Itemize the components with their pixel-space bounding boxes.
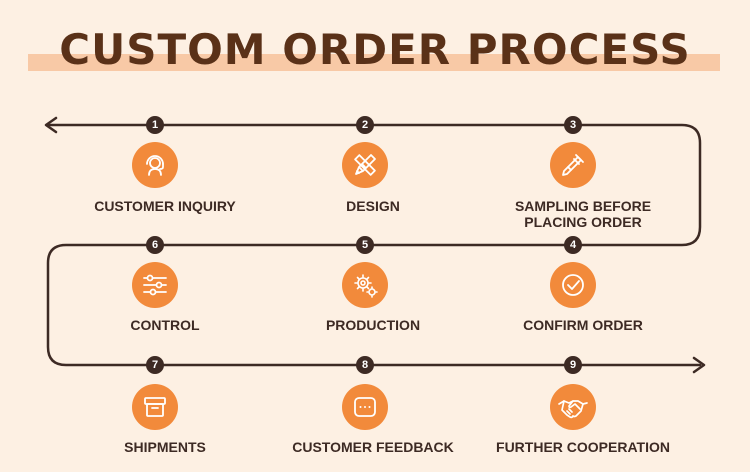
handshake-icon xyxy=(550,384,596,430)
step-2-number: 2 xyxy=(356,116,374,134)
flow-path xyxy=(46,123,702,367)
page-title: CUSTOM ORDER PROCESS xyxy=(59,25,691,74)
box-icon xyxy=(132,384,178,430)
step-7-label: SHIPMENTS xyxy=(124,439,206,455)
step-5-label: PRODUCTION xyxy=(325,317,421,333)
step-1-label: CUSTOMER INQUIRY xyxy=(94,198,236,214)
step-8-label: CUSTOMER FEEDBACK xyxy=(292,439,454,455)
chat-icon xyxy=(342,384,388,430)
step-8-number: 8 xyxy=(356,356,374,374)
dropper-icon xyxy=(550,142,596,188)
sliders-icon xyxy=(132,262,178,308)
step-4-number: 4 xyxy=(564,236,582,254)
title-highlight-band xyxy=(28,54,720,71)
step-3-label: SAMPLING BEFORE PLACING ORDER xyxy=(514,198,652,230)
arrow-left-icon xyxy=(44,116,58,134)
step-3-number: 3 xyxy=(564,116,582,134)
step-1-number: 1 xyxy=(146,116,164,134)
step-2-label: DESIGN xyxy=(346,198,400,214)
step-9-number: 9 xyxy=(564,356,582,374)
step-6-number: 6 xyxy=(146,236,164,254)
step-9-label: FURTHER COOPERATION xyxy=(496,439,670,455)
step-6-label: CONTROL xyxy=(130,317,200,333)
customer-service-icon xyxy=(132,142,178,188)
arrow-right-icon xyxy=(692,356,706,374)
ruler-pencil-icon xyxy=(342,142,388,188)
gears-icon xyxy=(342,262,388,308)
step-7-number: 7 xyxy=(146,356,164,374)
step-5-number: 5 xyxy=(356,236,374,254)
step-4-label: CONFIRM ORDER xyxy=(523,317,643,333)
check-icon xyxy=(550,262,596,308)
